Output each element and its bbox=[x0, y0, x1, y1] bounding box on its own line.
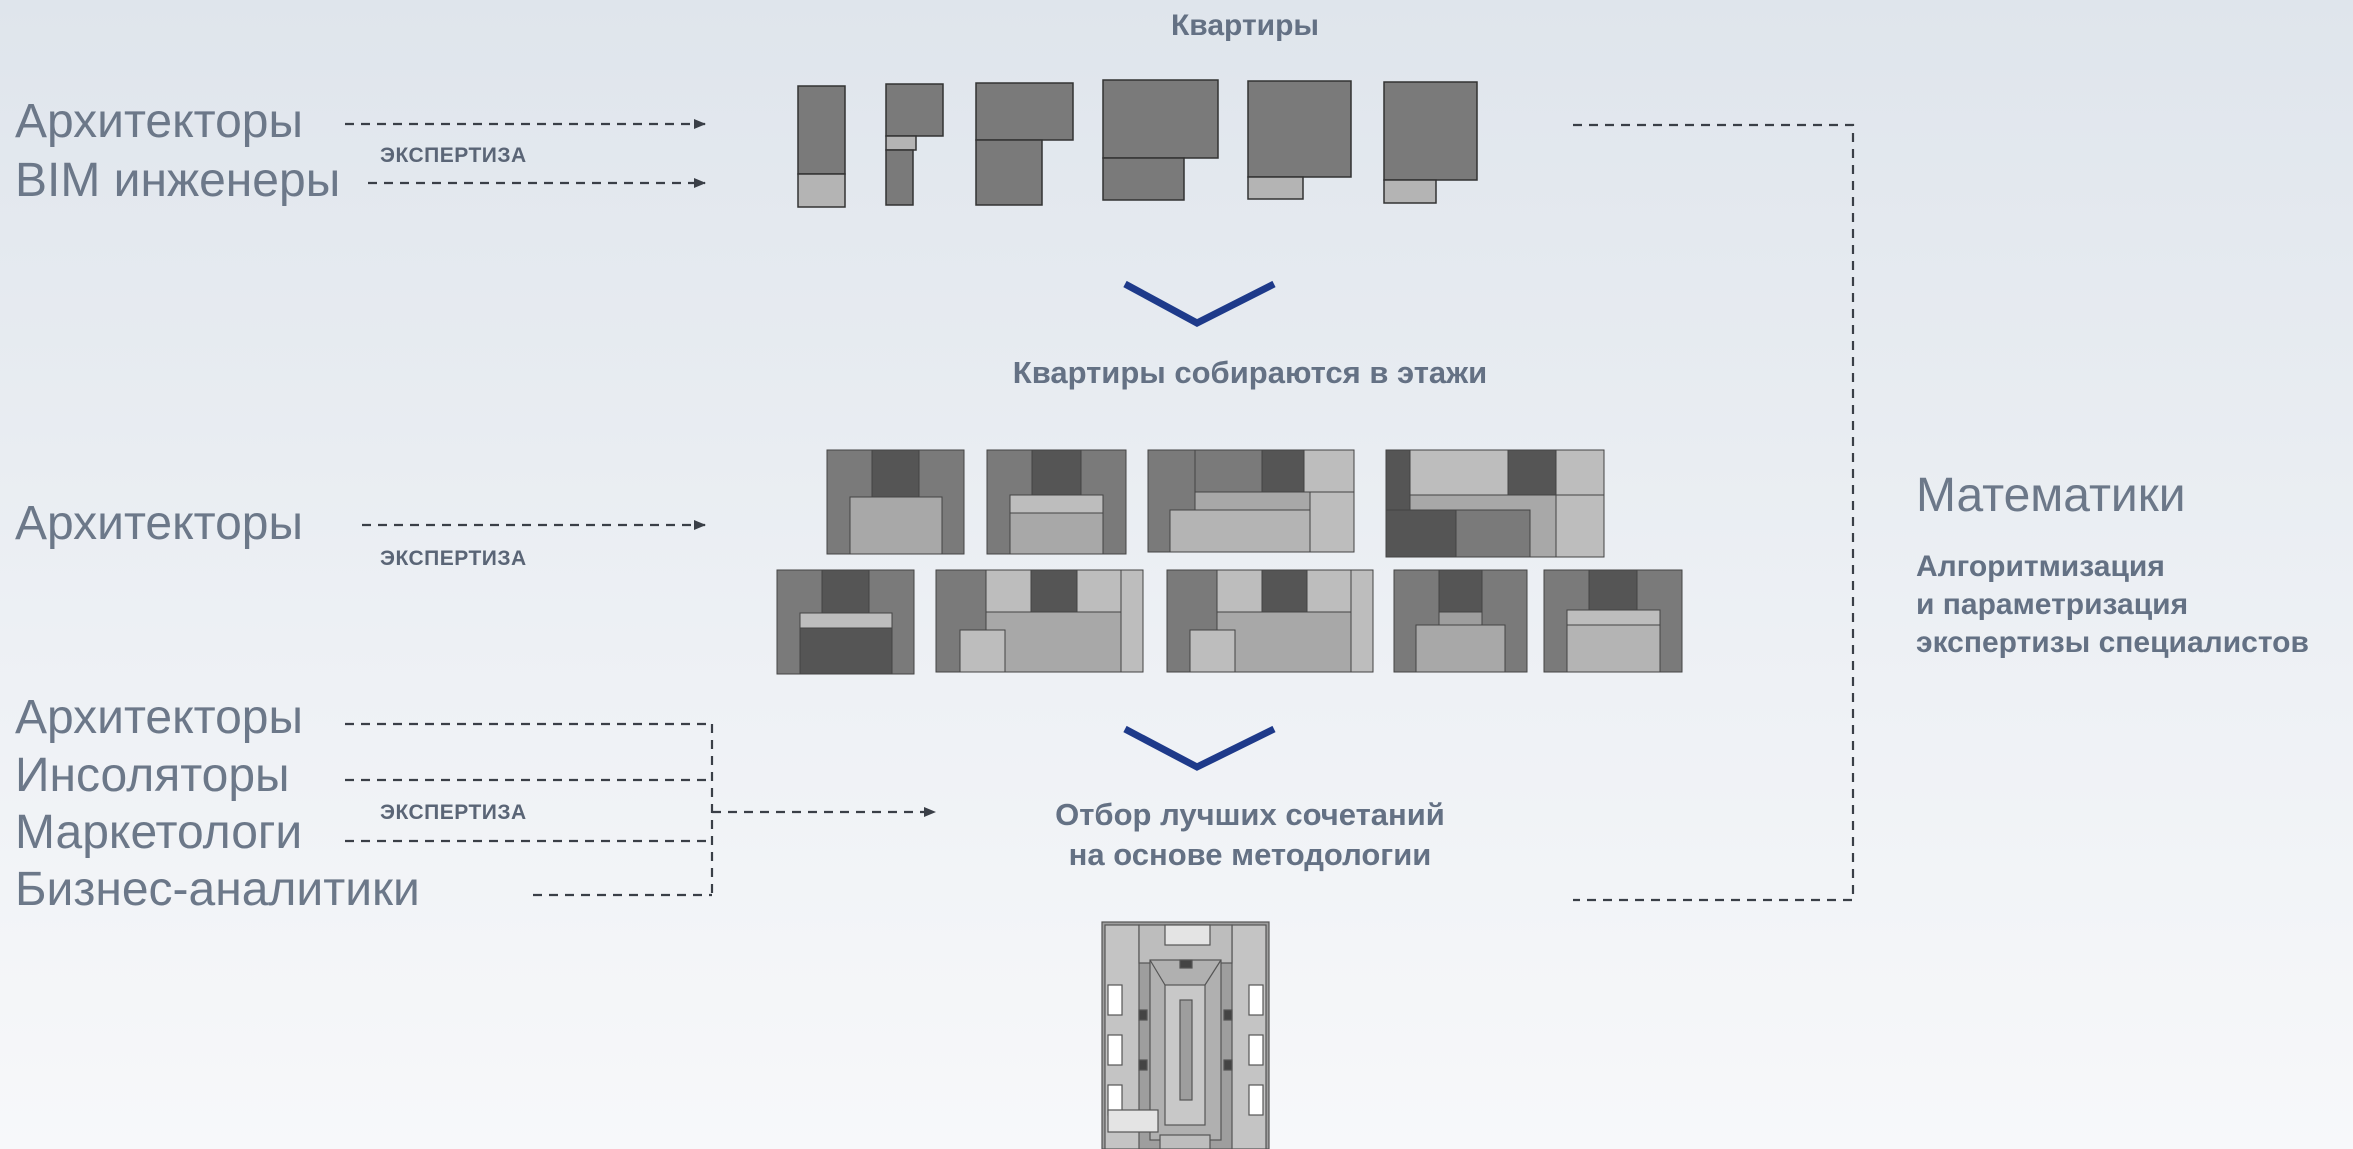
apartment-unit-3 bbox=[975, 82, 1074, 206]
math-desc-line1: Алгоритмизация bbox=[1916, 550, 2165, 583]
chevron-down-icon-2 bbox=[1123, 725, 1276, 771]
floor-plan-2 bbox=[986, 449, 1127, 555]
apartments-title: Квартиры bbox=[1170, 9, 1320, 42]
floor-plan-3 bbox=[1147, 449, 1355, 553]
floor-plan-5 bbox=[776, 569, 915, 675]
apartment-unit-4 bbox=[1102, 79, 1219, 201]
selection-title-line2: на основе методологии bbox=[1068, 837, 1432, 872]
floor-plan-6 bbox=[935, 569, 1144, 673]
apartment-unit-6 bbox=[1383, 81, 1478, 204]
role-marketers: Маркетологи bbox=[15, 806, 303, 859]
role-business-analysts: Бизнес-аналитики bbox=[15, 863, 420, 916]
expertise-label-1: ЭКСПЕРТИЗА bbox=[380, 144, 527, 167]
chevron-down-icon bbox=[1123, 280, 1276, 327]
floor-plan-7 bbox=[1166, 569, 1374, 673]
apartment-unit-1 bbox=[797, 85, 846, 208]
apartment-unit-2 bbox=[885, 83, 944, 206]
math-desc-line3: экспертизы специалистов bbox=[1916, 626, 2309, 659]
role-architects-3: Архитекторы bbox=[15, 691, 303, 744]
math-title: Математики bbox=[1916, 469, 2186, 522]
role-insolators: Инсоляторы bbox=[15, 749, 290, 802]
role-architects-1: Архитекторы bbox=[15, 95, 303, 148]
dashed-bracket-math bbox=[1573, 123, 1855, 902]
role-architects-2: Архитекторы bbox=[15, 497, 303, 550]
expertise-label-2: ЭКСПЕРТИЗА bbox=[380, 547, 527, 570]
apartment-units bbox=[797, 79, 1478, 208]
role-bim-engineers: BIM инженеры bbox=[15, 154, 341, 207]
selection-title-line1: Отбор лучших сочетаний bbox=[1055, 797, 1445, 832]
floor-plan-4 bbox=[1385, 449, 1605, 558]
apartment-unit-5 bbox=[1247, 80, 1352, 200]
floor-plans bbox=[776, 449, 1683, 675]
building-plan bbox=[1101, 921, 1270, 1149]
floors-title: Квартиры собираются в этажи bbox=[1012, 355, 1488, 390]
floor-plan-8 bbox=[1393, 569, 1528, 673]
expertise-label-3: ЭКСПЕРТИЗА bbox=[380, 801, 527, 824]
floor-plan-1 bbox=[826, 449, 965, 555]
math-desc-line2: и параметризация bbox=[1916, 588, 2189, 621]
floor-plan-9 bbox=[1543, 569, 1683, 673]
